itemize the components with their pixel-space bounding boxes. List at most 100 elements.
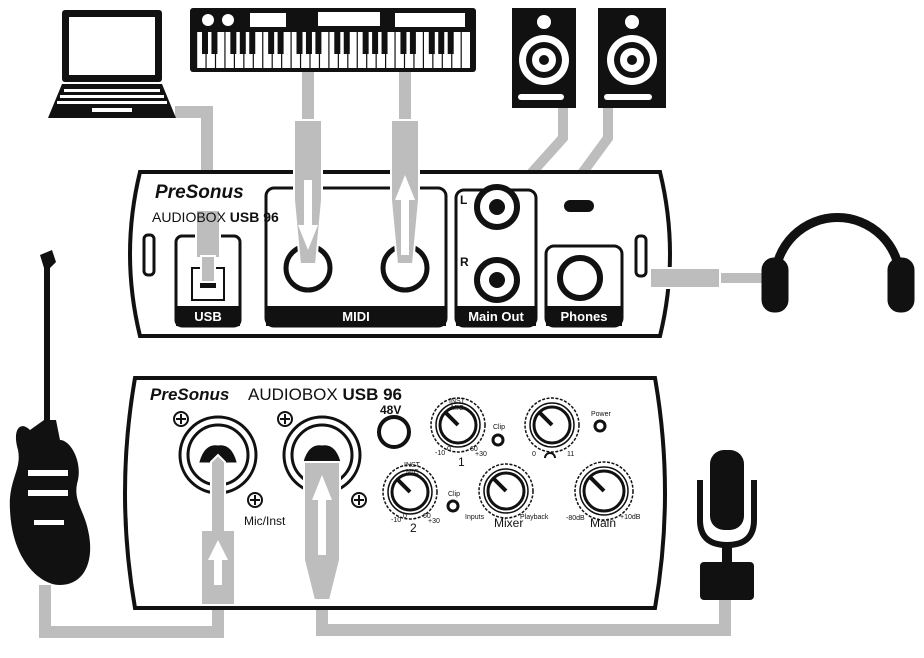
black-key: [305, 32, 312, 54]
black-key: [400, 32, 407, 54]
main-out-label: Main Out: [468, 309, 524, 324]
headphone-max: 11: [567, 451, 574, 458]
black-key: [438, 32, 445, 54]
main-max-label: +10dB: [620, 514, 641, 521]
black-key: [372, 32, 379, 54]
key-divider: [196, 32, 198, 68]
black-key: [296, 32, 303, 54]
guitar-icon: [9, 250, 91, 585]
power-label: Power: [591, 411, 612, 418]
power-led: [593, 419, 607, 433]
microphone-icon: [697, 450, 757, 600]
ch2-inst: INST: [404, 462, 421, 469]
key-divider: [309, 32, 311, 68]
key-divider: [403, 32, 406, 68]
mic-cable: [316, 600, 731, 636]
rear-model-name: AUDIOBOX USB 96: [152, 209, 279, 225]
speaker-left-icon: [512, 8, 576, 108]
gain-1-knob[interactable]: [430, 397, 486, 453]
ch1-mid-a: 0: [447, 446, 451, 453]
phantom-power-button[interactable]: [377, 415, 411, 449]
black-key: [249, 32, 256, 54]
clip-2-label: Clip: [448, 491, 460, 498]
headphones-icon: [761, 213, 915, 313]
main-min-label: -80dB: [566, 515, 585, 522]
laptop-icon: [48, 10, 176, 118]
front-brand-logo: PreSonus: [150, 385, 229, 404]
key-divider: [394, 32, 396, 68]
mixer-inputs-label: Inputs: [465, 514, 485, 521]
key-divider: [366, 32, 368, 68]
usb-label: USB: [194, 309, 221, 324]
plugs-front: [200, 453, 341, 606]
black-key: [334, 32, 341, 54]
mixer-knob[interactable]: [478, 463, 534, 519]
ch1-number: 1: [458, 455, 465, 469]
ch1-mic: MIC: [451, 405, 464, 412]
key-divider: [262, 32, 264, 68]
key-divider: [460, 32, 462, 68]
key-divider: [290, 32, 292, 68]
black-key: [343, 32, 350, 54]
clip-1-label: Clip: [493, 424, 505, 431]
rear-brand-logo: PreSonus: [155, 182, 244, 203]
main-knob[interactable]: [574, 461, 634, 521]
black-key: [211, 32, 218, 54]
right-out-label: R: [460, 255, 469, 269]
key-divider: [224, 32, 226, 68]
ch2-mic: MIC: [406, 469, 419, 476]
main-label: Main: [590, 516, 616, 530]
mixer-playback-label: Playback: [520, 514, 549, 521]
key-divider: [422, 32, 424, 68]
ch2-max: +30: [428, 518, 440, 525]
black-key: [447, 32, 454, 54]
key-divider: [385, 32, 387, 68]
key-divider: [375, 32, 377, 68]
black-key: [409, 32, 416, 54]
key-divider: [451, 32, 453, 68]
left-out-label: L: [460, 193, 467, 207]
headphone-icon: [544, 452, 556, 459]
phones-label: Phones: [561, 309, 608, 324]
black-key: [315, 32, 322, 54]
key-divider: [299, 32, 302, 68]
midi-keyboard-icon: [190, 8, 476, 72]
key-divider: [318, 32, 321, 68]
key-divider: [413, 32, 415, 68]
gain-2-knob[interactable]: [382, 464, 438, 520]
main-out-jacks[interactable]: L R Main Out: [454, 184, 538, 328]
front-panel: PreSonus AUDIOBOX USB 96 Mic/Inst 48V: [123, 376, 667, 610]
speaker-right-icon: [598, 8, 666, 108]
key-divider: [337, 32, 339, 68]
clip-2-led: [446, 499, 460, 513]
key-divider: [441, 32, 443, 68]
black-key: [268, 32, 275, 54]
black-key: [230, 32, 237, 54]
key-divider: [281, 32, 283, 68]
ch2-min: -10: [391, 517, 401, 524]
plus-screws: [173, 411, 367, 508]
key-divider: [214, 32, 217, 68]
black-key: [428, 32, 435, 54]
phones-jack[interactable]: Phones: [544, 244, 624, 328]
mic-inst-label: Mic/Inst: [244, 514, 286, 528]
key-divider: [347, 32, 349, 68]
front-model-name: AUDIOBOX USB 96: [248, 385, 402, 404]
black-key: [239, 32, 246, 54]
ch1-mid-b: 60: [470, 446, 478, 453]
input-2-combo-jack[interactable]: [282, 415, 362, 495]
black-key: [202, 32, 208, 54]
headphone-min: 0: [532, 451, 536, 458]
key-divider: [356, 32, 358, 68]
black-key: [362, 32, 369, 54]
black-key: [277, 32, 284, 54]
headphone-knob[interactable]: [524, 397, 580, 453]
ch1-max: +30: [475, 451, 487, 458]
rear-branding: PreSonus AUDIOBOX USB 96: [152, 182, 279, 225]
ch2-mid-a: 0: [403, 513, 407, 520]
clip-1-led: [491, 433, 505, 447]
key-divider: [271, 32, 273, 68]
ch2-mid-b: 60: [423, 513, 431, 520]
key-divider: [252, 32, 254, 68]
